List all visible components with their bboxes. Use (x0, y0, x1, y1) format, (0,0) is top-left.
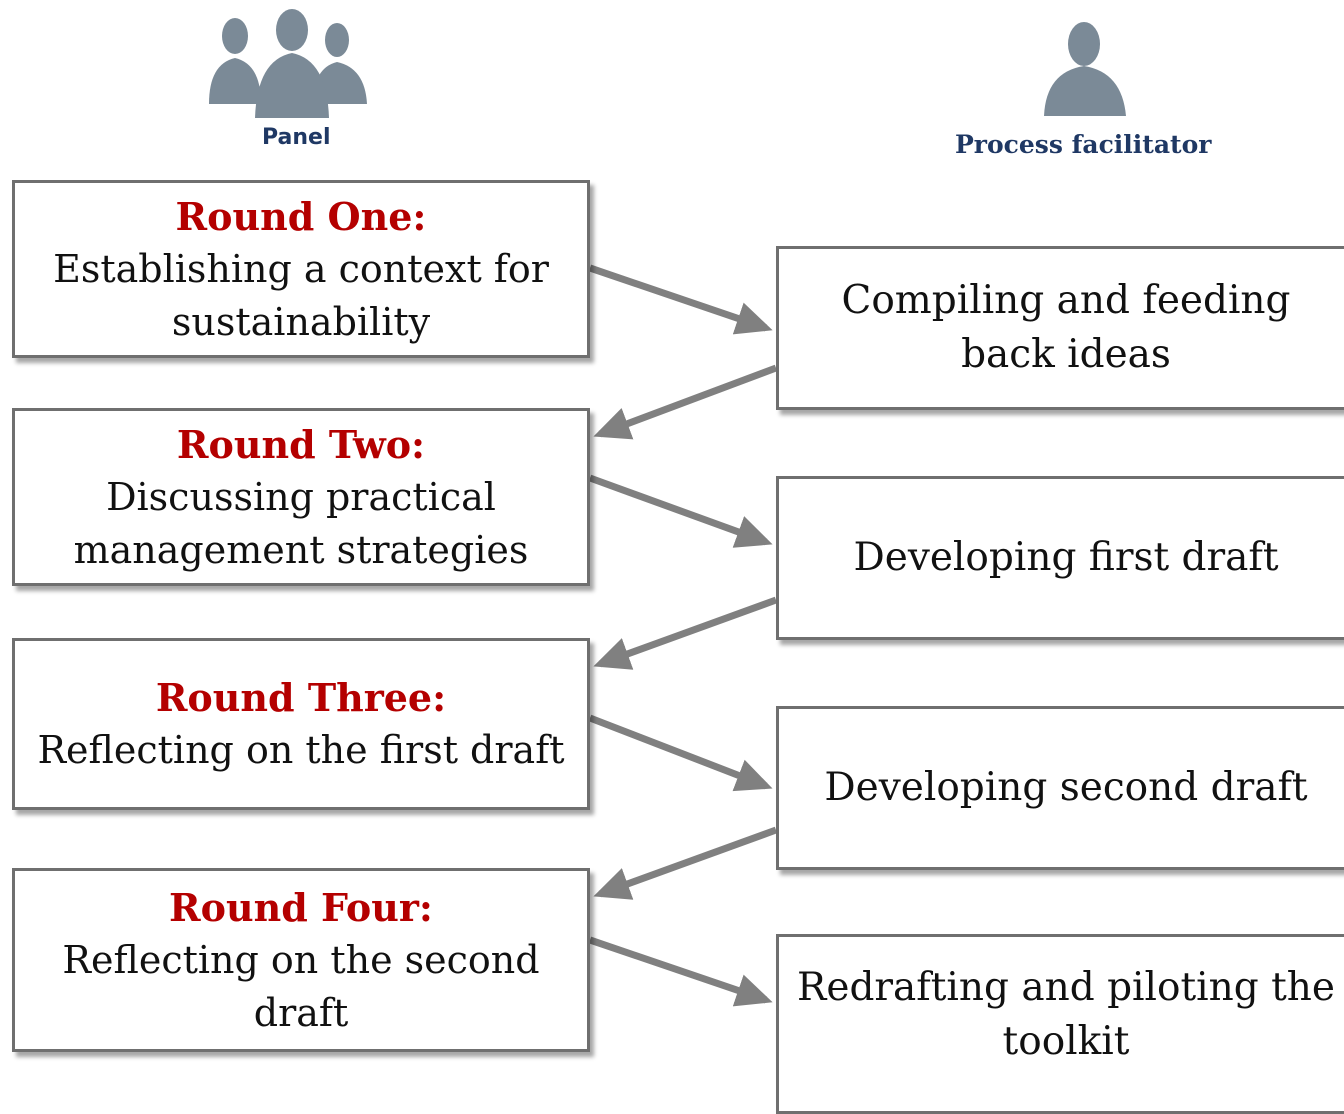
panel-label: Panel (262, 125, 331, 150)
round-one-box: Round One: Establishing a context for su… (12, 180, 590, 358)
arrow-round2-to-step2 (588, 474, 773, 548)
people-group-icon (209, 9, 367, 118)
round-three-box: Round Three: Reflecting on the first dra… (12, 638, 590, 810)
person-icon (1044, 22, 1126, 116)
facilitator-label: Process facilitator (955, 130, 1212, 159)
step-redrafting-box: Redrafting and piloting the toolkit (776, 934, 1344, 1114)
step-second-draft-box: Developing second draft (776, 706, 1344, 870)
round-description: Reflecting on the first draft (37, 728, 565, 772)
arrow-round1-to-step1 (588, 264, 773, 335)
arrow-step3-to-round4 (593, 826, 778, 900)
round-four-box: Round Four: Reflecting on the second dra… (12, 868, 590, 1052)
step-text: Redrafting and piloting the toolkit (797, 965, 1335, 1064)
step-text: Developing second draft (824, 765, 1308, 810)
arrow-step2-to-round3 (593, 596, 778, 670)
round-two-box: Round Two: Discussing practical manageme… (12, 408, 590, 586)
step-first-draft-box: Developing first draft (776, 476, 1344, 640)
arrow-step1-to-round2 (593, 364, 778, 440)
round-title: Round Four: (169, 884, 433, 930)
round-title: Round Three: (155, 675, 447, 720)
round-title: Round Two: (176, 421, 426, 467)
round-title: Round One: (175, 193, 427, 239)
step-text: Compiling and feeding back ideas (841, 278, 1291, 377)
round-description: Reflecting on the second draft (62, 937, 540, 1035)
step-compiling-box: Compiling and feeding back ideas (776, 246, 1344, 410)
round-description: Establishing a context for sustainabilit… (53, 246, 549, 344)
round-description: Discussing practical management strategi… (73, 474, 529, 572)
arrow-round4-to-step4 (588, 936, 773, 1007)
arrow-round3-to-step3 (588, 714, 773, 792)
step-text: Developing first draft (853, 535, 1279, 580)
